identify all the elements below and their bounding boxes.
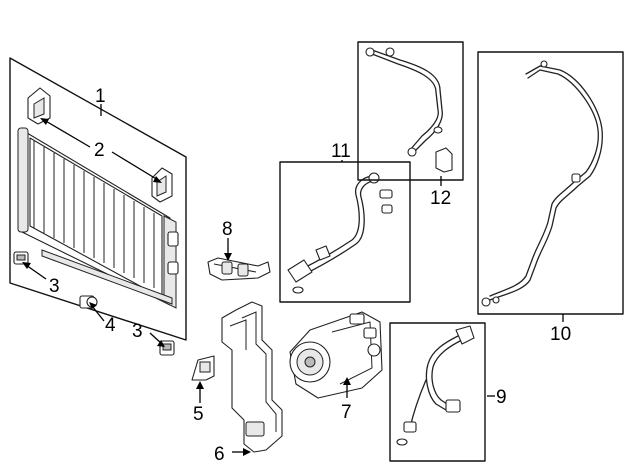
upper-bracket-left[interactable]	[27, 87, 51, 125]
pipe-part-12[interactable]	[365, 47, 453, 173]
upper-bracket-right[interactable]	[151, 167, 173, 203]
compressor[interactable]	[289, 311, 383, 399]
panel-10-frame	[477, 51, 624, 315]
callout-4-leader	[91, 305, 105, 322]
clip-left[interactable]	[13, 251, 29, 265]
callout-1: 1	[95, 86, 106, 107]
callout-10: 10	[550, 324, 571, 345]
callout-5: 5	[193, 404, 204, 425]
callout-12: 12	[430, 188, 451, 209]
condenser[interactable]	[17, 127, 179, 309]
condenser-seal-strip	[41, 249, 173, 305]
panel-9-frame	[389, 322, 486, 462]
callout-11: 11	[331, 141, 351, 162]
callout-7: 7	[341, 402, 352, 423]
callout-2: 2	[94, 140, 105, 161]
callout-8: 8	[222, 219, 233, 240]
callout-6: 6	[214, 444, 225, 465]
discharge-hose-part-9[interactable]	[396, 325, 475, 446]
callout-9: 9	[496, 387, 507, 408]
callout-4: 4	[105, 315, 116, 336]
air-guide-part-6[interactable]	[221, 301, 283, 453]
callout-2-leader-right	[111, 151, 159, 181]
condenser-panel-frame	[9, 57, 187, 341]
callout-2-leader-left	[43, 119, 91, 148]
bracket-part-8[interactable]	[207, 257, 271, 281]
pipe-part-10[interactable]	[481, 60, 603, 307]
suction-hose-part-11[interactable]	[287, 172, 393, 294]
panel-12-frame	[357, 41, 464, 181]
callout-3-right: 3	[132, 321, 143, 342]
callout-3-left: 3	[49, 276, 60, 297]
callout-3-leader-left	[25, 264, 47, 280]
panel-11-frame	[279, 161, 411, 303]
bracket-part-5[interactable]	[191, 355, 215, 381]
